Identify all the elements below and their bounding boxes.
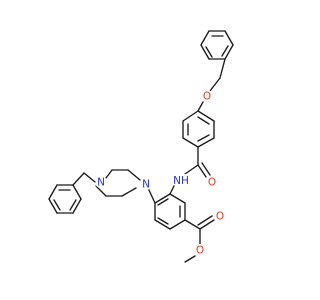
ether-oxygen-atom: O [201, 90, 213, 103]
amide-c-o-double-bond-1 [197, 164, 207, 178]
amide-oxygen-label: O [208, 177, 216, 189]
piperazine-n-aryl-label: N [142, 179, 150, 191]
molecule-structure: O O NH O [48, 30, 234, 263]
ester-oxygen-label: O [196, 245, 204, 257]
piperazine-nitrogen-aryl: N [140, 178, 152, 191]
benzoyl-ring [182, 110, 215, 148]
oxygen-aryl-bond [197, 101, 204, 112]
benzyl-ether-phenyl-ring [200, 30, 234, 60]
ester-c-o-double-bond-2 [197, 215, 213, 226]
piperazine-n-benzyl-label: N [97, 177, 105, 189]
carbonyl-nitrogen-bond [184, 164, 199, 175]
ester-c-o-double-bond-1 [199, 219, 215, 230]
methyl-bond [184, 255, 196, 263]
amide-c-o-double-bond-2 [201, 162, 211, 176]
amide-nh-label: NH [173, 175, 189, 187]
ring-ester-bond [184, 219, 201, 230]
ester-carbonyl-oxygen-atom: O [214, 210, 226, 223]
nitrogen-benzyl-ch2-bond [83, 172, 96, 183]
ether-oxygen-label: O [203, 91, 211, 103]
ch2-oxygen-bond [209, 77, 221, 92]
central-benzene-ring [154, 193, 186, 230]
ester-oxygen-atom: O [194, 244, 206, 257]
structure-canvas: O O NH O [48, 30, 234, 263]
benzylic-ch2-bond [219, 58, 226, 79]
piperazine-nitrogen-benzyl: N [95, 176, 107, 189]
nitrogen-aryl-bond [169, 185, 175, 195]
piperazine-ring [95, 169, 141, 197]
ester-carbonyl-oxygen-label: O [216, 211, 224, 223]
aryl-piperazine-bond [147, 187, 156, 204]
amide-nitrogen-atom: NH [171, 174, 191, 187]
benzyl-phenyl-ring [48, 172, 85, 214]
amide-oxygen-atom: O [206, 176, 218, 189]
